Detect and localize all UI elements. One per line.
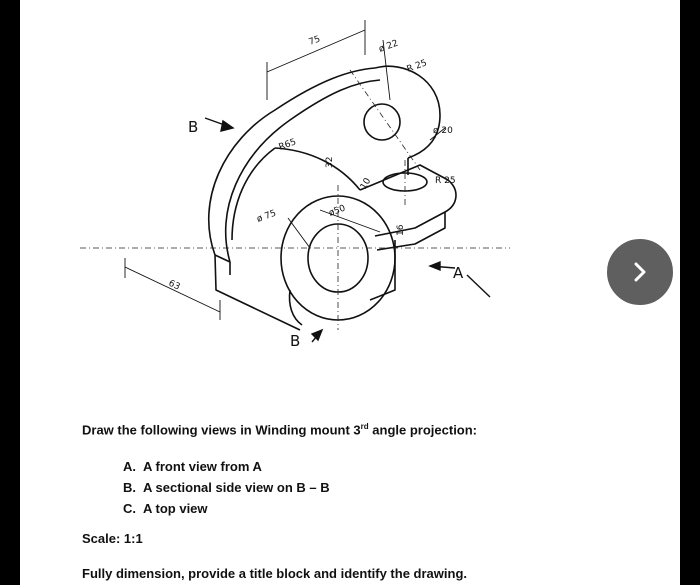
- dim-r25-right: R 25: [435, 176, 456, 186]
- dim-dia20: ø 20: [433, 126, 453, 136]
- list-item-label: B.: [123, 480, 136, 495]
- views-list: A. A front view from A B. A sectional side…: [123, 456, 330, 519]
- isometric-drawing: 75 ø 22 R 25 ø 20 R65 32 R 25 ø 75 ø50 1…: [80, 20, 510, 350]
- section-label-b-top: B: [188, 118, 198, 136]
- dim-r25-top: R 25: [406, 58, 429, 74]
- list-item-text: A front view from A: [143, 459, 262, 474]
- dim-dia75: ø 75: [256, 209, 278, 225]
- section-label-b-bottom: B: [290, 332, 300, 350]
- dim-63: 63: [167, 279, 182, 293]
- final-note: Fully dimension, provide a title block a…: [82, 566, 467, 581]
- dim-75: 75: [308, 35, 322, 48]
- list-item-label: A.: [123, 459, 136, 474]
- chevron-right-icon: [634, 262, 646, 282]
- dim-dia22: ø 22: [378, 39, 400, 55]
- instruction-heading: Draw the following views in Winding moun…: [82, 422, 477, 437]
- list-item-text: A top view: [143, 501, 208, 516]
- document-page: 75 ø 22 R 25 ø 20 R65 32 R 25 ø 75 ø50 1…: [20, 0, 680, 585]
- instruction-prefix: Draw the following views in Winding moun…: [82, 422, 361, 438]
- view-label-a: A: [453, 264, 464, 282]
- list-item: A. A front view from A: [123, 456, 330, 477]
- list-item-label: C.: [123, 501, 136, 516]
- list-item-text: A sectional side view on B – B: [143, 480, 330, 495]
- instruction-sup: rd: [360, 422, 369, 431]
- instruction-suffix: angle projection:: [368, 422, 478, 438]
- scale-text: Scale: 1:1: [82, 531, 143, 546]
- dim-32: 32: [325, 157, 335, 168]
- list-item: B. A sectional side view on B – B: [123, 477, 330, 498]
- list-item: C. A top view: [123, 498, 330, 519]
- dim-16: 16: [396, 224, 406, 236]
- next-button[interactable]: [605, 237, 675, 307]
